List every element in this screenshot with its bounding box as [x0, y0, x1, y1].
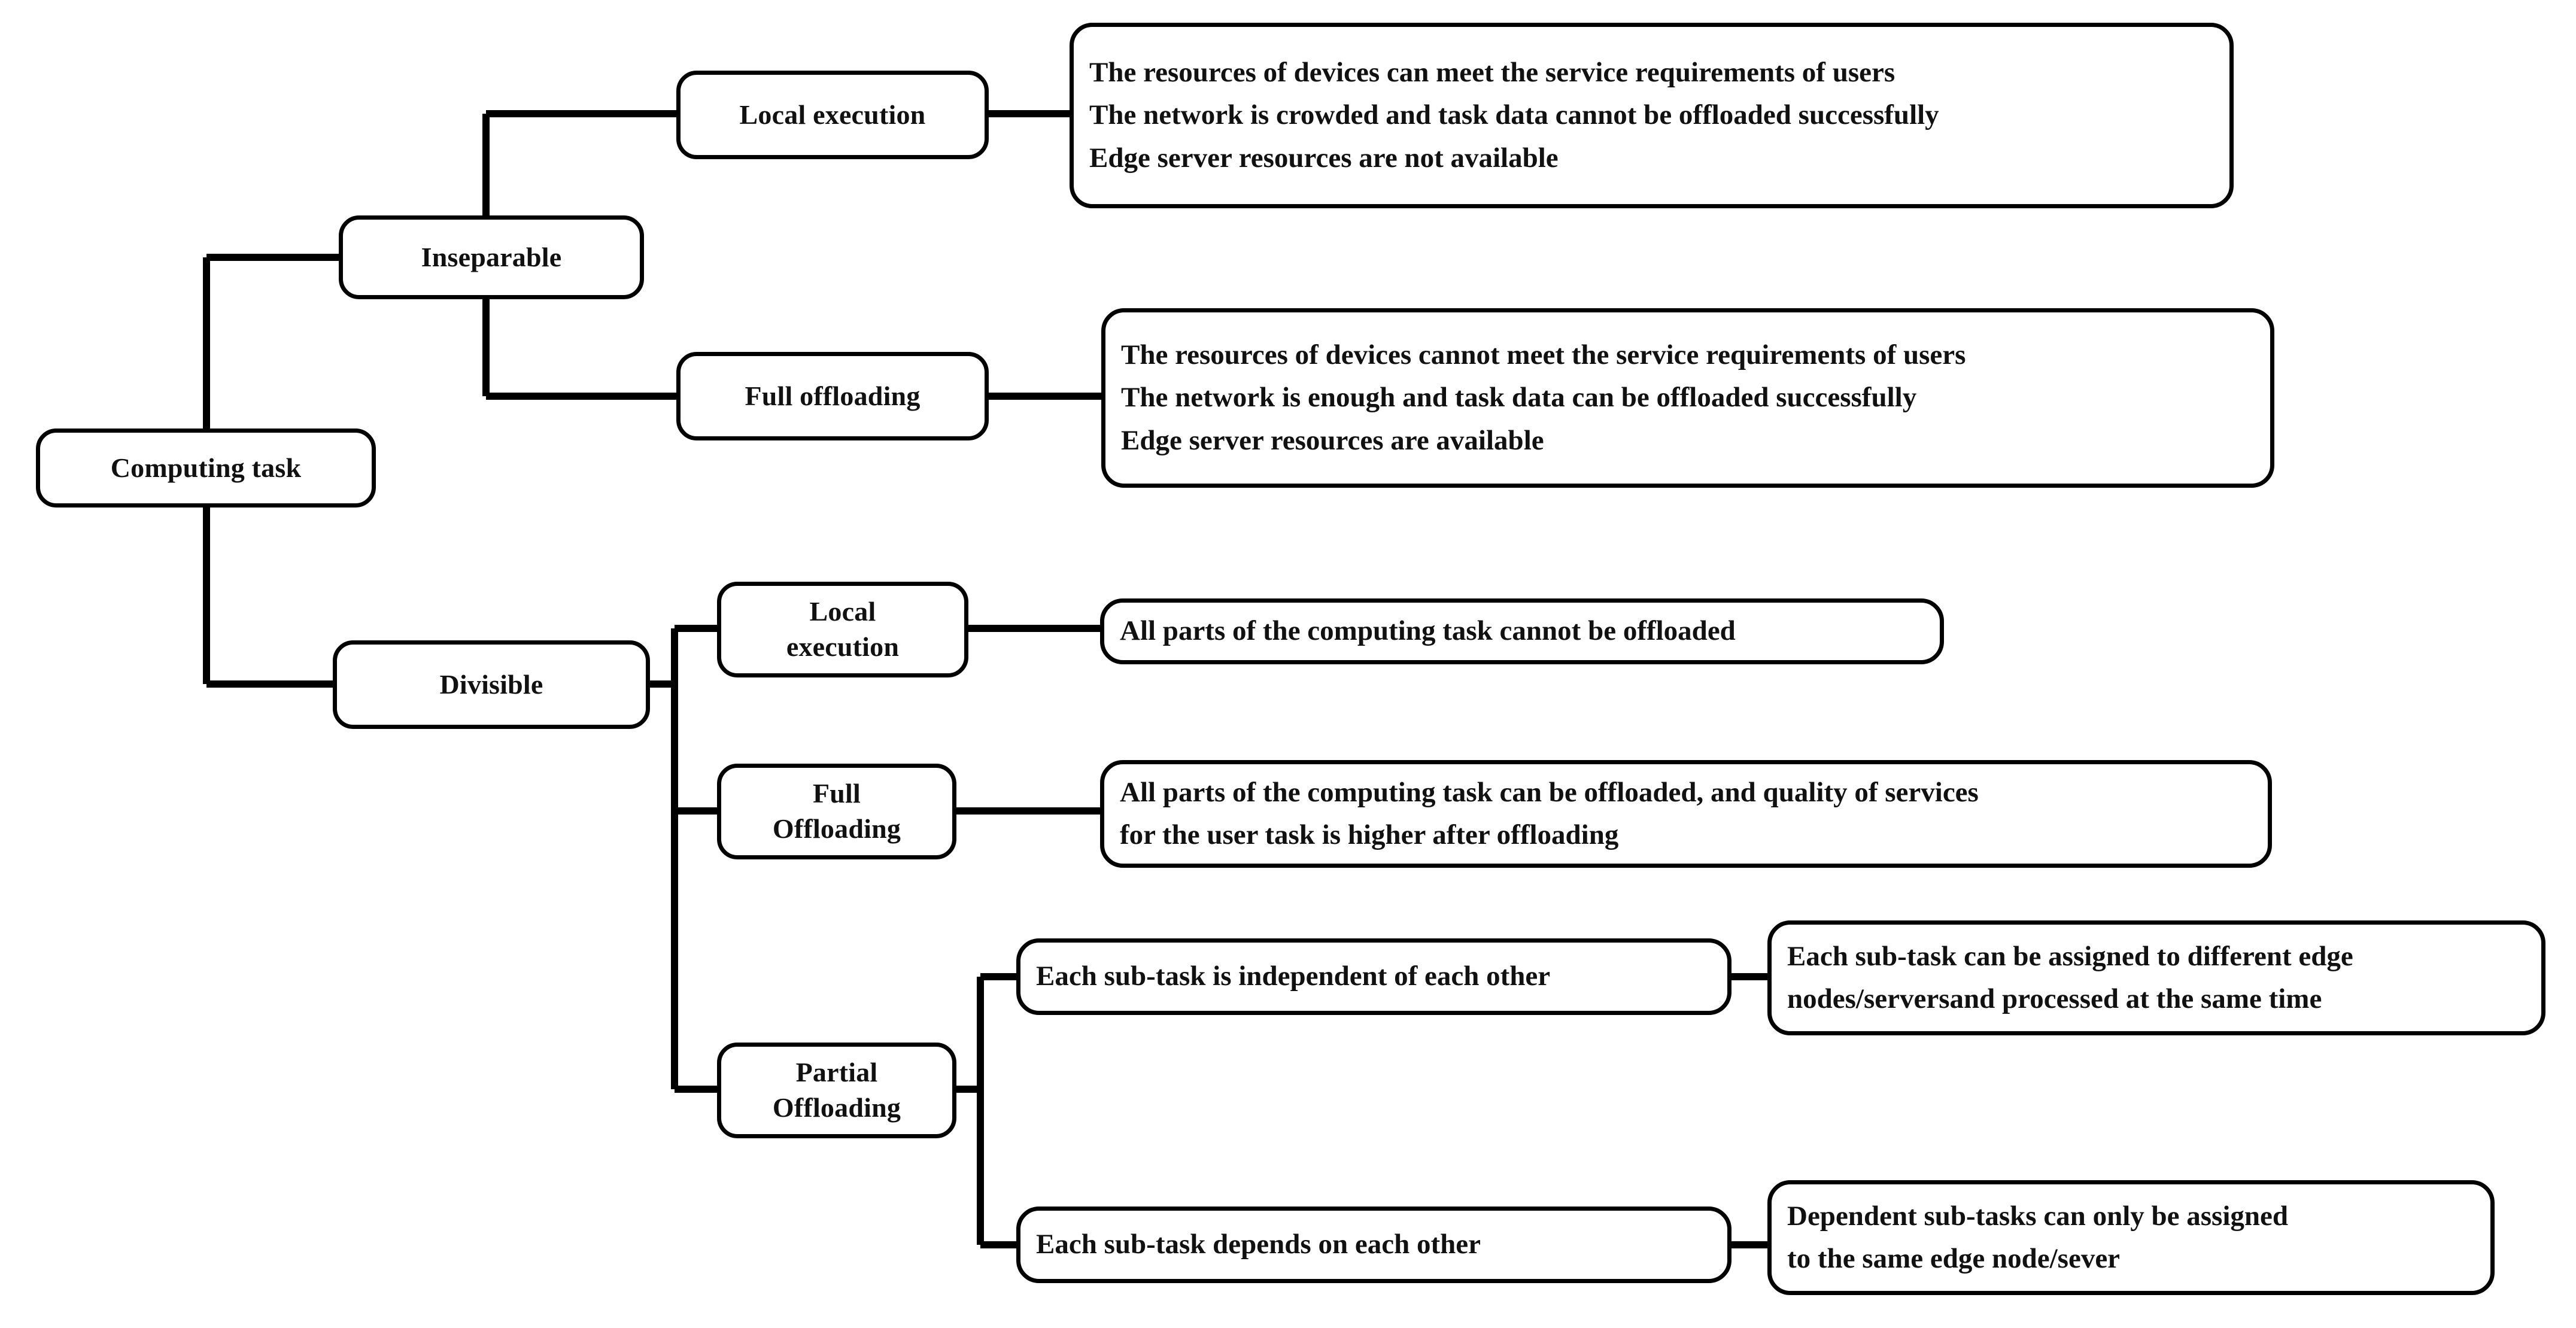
node-label-line: Full	[812, 778, 861, 809]
desc-line: to the same edge node/sever	[1787, 1243, 2121, 1274]
cond-subtasks-dependent: Each sub-task depends on each other	[1016, 1207, 1731, 1283]
node-label: Computing task	[110, 452, 302, 484]
desc-divisible-full-offloading: All parts of the computing task can be o…	[1100, 760, 2272, 868]
node-label: Inseparable	[421, 242, 562, 273]
desc-line: for the user task is higher after offloa…	[1120, 819, 1619, 850]
desc-inseparable-local-execution: The resources of devices can meet the se…	[1070, 23, 2234, 208]
node-label: Local execution	[739, 99, 926, 130]
desc-line: Each sub-task depends on each other	[1036, 1229, 1481, 1260]
desc-line: The resources of devices cannot meet the…	[1121, 339, 1966, 370]
node-label: Divisible	[439, 669, 543, 700]
node-label-line: Offloading	[772, 1092, 901, 1123]
node-label-line: execution	[786, 631, 900, 662]
desc-inseparable-full-offloading: The resources of devices cannot meet the…	[1101, 308, 2274, 488]
cond-subtasks-independent: Each sub-task is independent of each oth…	[1016, 938, 1731, 1015]
node-inseparable-local-execution[interactable]: Local execution	[676, 71, 989, 159]
outcome-subtasks-independent: Each sub-task can be assigned to differe…	[1767, 920, 2545, 1035]
node-label-line: Partial	[795, 1057, 878, 1088]
desc-line: Dependent sub-tasks can only be assigned	[1787, 1200, 2289, 1232]
desc-line: The network is enough and task data can …	[1121, 382, 1917, 414]
desc-line: Each sub-task can be assigned to differe…	[1787, 940, 2353, 972]
desc-line: Each sub-task is independent of each oth…	[1036, 961, 1551, 992]
desc-line: The resources of devices can meet the se…	[1089, 56, 1895, 88]
outcome-subtasks-dependent: Dependent sub-tasks can only be assigned…	[1767, 1180, 2495, 1295]
desc-divisible-local-execution: All parts of the computing task cannot b…	[1100, 598, 1944, 664]
node-inseparable[interactable]: Inseparable	[339, 215, 644, 299]
desc-line: All parts of the computing task cannot b…	[1120, 615, 1736, 647]
node-divisible[interactable]: Divisible	[333, 640, 650, 729]
node-computing-task[interactable]: Computing task	[36, 429, 376, 508]
desc-line: The network is crowded and task data can…	[1089, 99, 1939, 131]
desc-line: Edge server resources are available	[1121, 424, 1544, 456]
node-divisible-local-execution[interactable]: Local execution	[717, 582, 968, 677]
desc-line: Edge server resources are not available	[1089, 142, 1559, 174]
node-inseparable-full-offloading[interactable]: Full offloading	[676, 352, 989, 440]
desc-line: All parts of the computing task can be o…	[1120, 776, 1979, 808]
node-label-line: Local	[809, 596, 876, 627]
node-label-line: Offloading	[772, 813, 901, 844]
node-label: Full offloading	[745, 381, 921, 412]
desc-line: nodes/serversand processed at the same t…	[1787, 983, 2322, 1014]
node-divisible-full-offloading[interactable]: Full Offloading	[717, 764, 956, 859]
node-divisible-partial-offloading[interactable]: Partial Offloading	[717, 1043, 956, 1138]
